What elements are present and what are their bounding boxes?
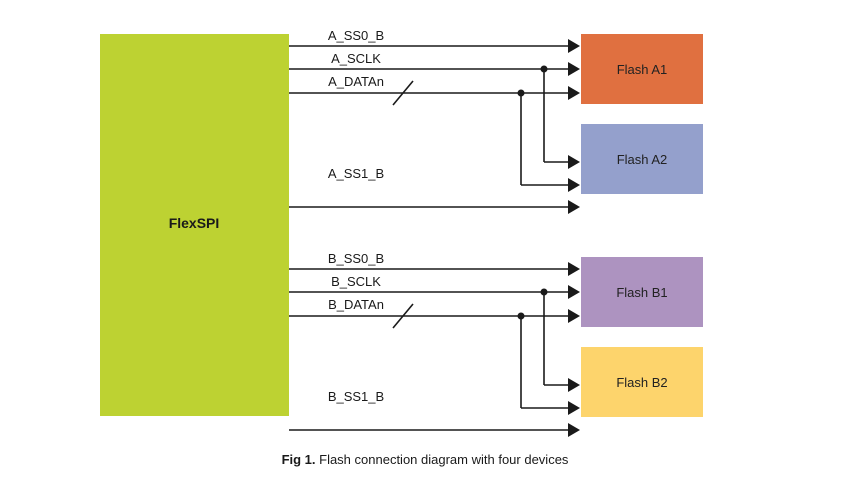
signal-label-a-ss1-b: A_SS1_B [328,166,384,181]
port-a-sclk-arrow-icon [568,62,580,76]
port-a-datan-branch-arrow-icon [568,178,580,192]
figure-caption: Fig 1. Flash connection diagram with fou… [0,452,850,467]
signal-label-a-ss0-b: A_SS0_B [328,28,384,43]
port-b-datan-arrow-icon [568,309,580,323]
signal-label-b-datan: B_DATAn [328,297,384,312]
port-b-ss1-arrow-icon [568,423,580,437]
port-b-datan-bus-slash [392,303,414,329]
port-a-datan-arrow-icon [568,86,580,100]
figure-number: Fig 1. [281,452,316,467]
port-b-sclk-arrow-icon [568,285,580,299]
flash-b1-block [581,257,703,327]
signal-label-b-ss0-b: B_SS0_B [328,251,384,266]
flash-a1-device: Flash A1 [581,34,703,104]
flash-a2-block [581,124,703,194]
signal-label-a-datan: A_DATAn [328,74,384,89]
port-b-datan-branch-arrow-icon [568,401,580,415]
signal-label-a-sclk: A_SCLK [331,51,381,66]
signal-label-b-sclk: B_SCLK [331,274,381,289]
flash-b1-device: Flash B1 [581,257,703,327]
flash-a1-block [581,34,703,104]
signal-label-b-ss1-b: B_SS1_B [328,389,384,404]
port-a-datan-bus-slash [392,80,414,106]
flash-b2-device: Flash B2 [581,347,703,417]
flash-a2-device: Flash A2 [581,124,703,194]
flash-a1-label: Flash A1 [617,62,668,77]
flexspi-label: FlexSPI [169,215,220,231]
flash-b2-block [581,347,703,417]
port-a-ss0-arrow-icon [568,39,580,53]
flash-a2-label: Flash A2 [617,152,668,167]
flash-b1-label: Flash B1 [616,285,667,300]
flash-b2-label: Flash B2 [616,375,667,390]
port-a-sclk-branch-arrow-icon [568,155,580,169]
flexspi-controller-block [100,34,289,416]
port-b-sclk-branch-arrow-icon [568,378,580,392]
port-a-ss1-arrow-icon [568,200,580,214]
figure-caption-text: Flash connection diagram with four devic… [315,452,569,467]
port-b-ss0-arrow-icon [568,262,580,276]
